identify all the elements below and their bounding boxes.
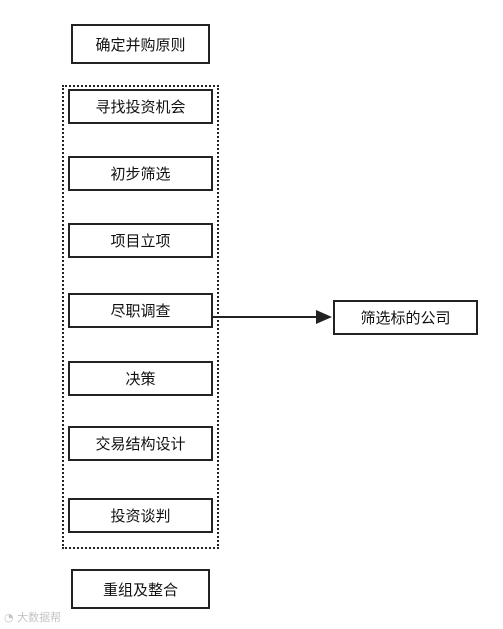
step-initial-screening: 初步筛选 — [68, 156, 213, 191]
screen-target-company: 筛选标的公司 — [333, 300, 478, 335]
step-find-opportunity: 寻找投资机会 — [68, 89, 213, 124]
step-project-approval: 项目立项 — [68, 223, 213, 258]
arrow-head — [316, 310, 332, 324]
step-negotiation: 投资谈判 — [68, 498, 213, 533]
step-restructure-integrate: 重组及整合 — [71, 569, 210, 609]
step-decision: 决策 — [68, 361, 213, 396]
step-deal-structure: 交易结构设计 — [68, 426, 213, 461]
step-due-diligence: 尽职调查 — [68, 293, 213, 328]
step-define-principles: 确定并购原则 — [71, 24, 210, 64]
watermark-logo-icon: ◔ — [4, 611, 14, 624]
watermark: ◔ 大数据帮 — [4, 609, 61, 625]
watermark-text: 大数据帮 — [17, 611, 62, 624]
